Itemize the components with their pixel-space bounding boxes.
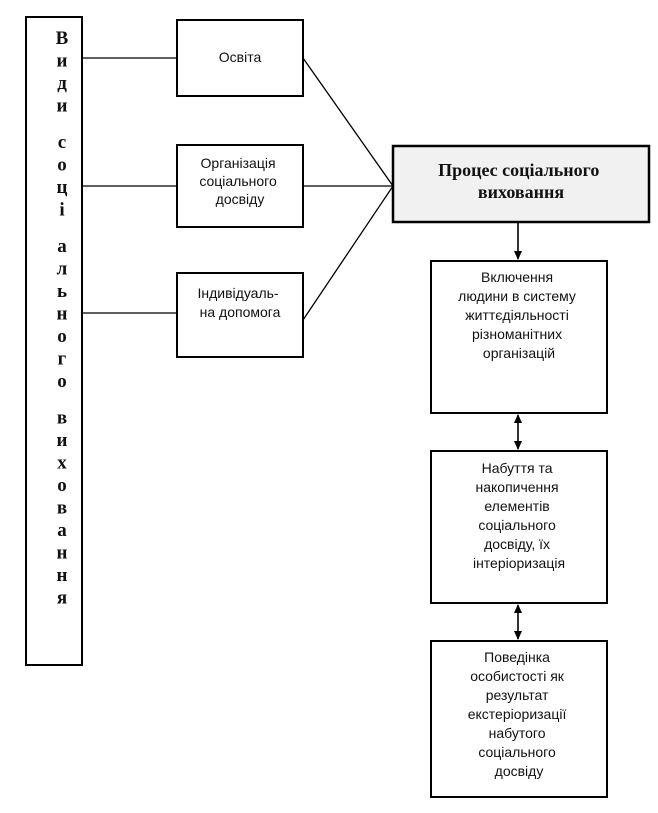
box-osvita: [176, 19, 304, 97]
box-process: [391, 144, 651, 224]
box-osvita-label: Освіта: [219, 49, 262, 65]
box-individual-label: Індивідуаль- на допомога: [198, 285, 283, 320]
box-individual: [176, 272, 304, 358]
box-process-title: Процес соціального виховання: [438, 160, 604, 202]
box-acquisition: [430, 450, 608, 604]
connector-individual-process: [302, 185, 394, 321]
box-inclusion-label: Включення людини в систему життєдіяльнос…: [458, 269, 580, 361]
connector-osvita-process: [302, 57, 394, 187]
box-organization: [176, 144, 304, 228]
types-column-box: [25, 16, 83, 666]
box-behavior-label: Поведінка особистості як результат ексте…: [468, 649, 571, 779]
box-behavior: [430, 640, 608, 798]
box-inclusion: [430, 260, 608, 414]
box-organization-label: Організація соціального досвіду: [199, 155, 280, 207]
box-acquisition-label: Набуття та накопичення елементів соціаль…: [473, 460, 565, 571]
